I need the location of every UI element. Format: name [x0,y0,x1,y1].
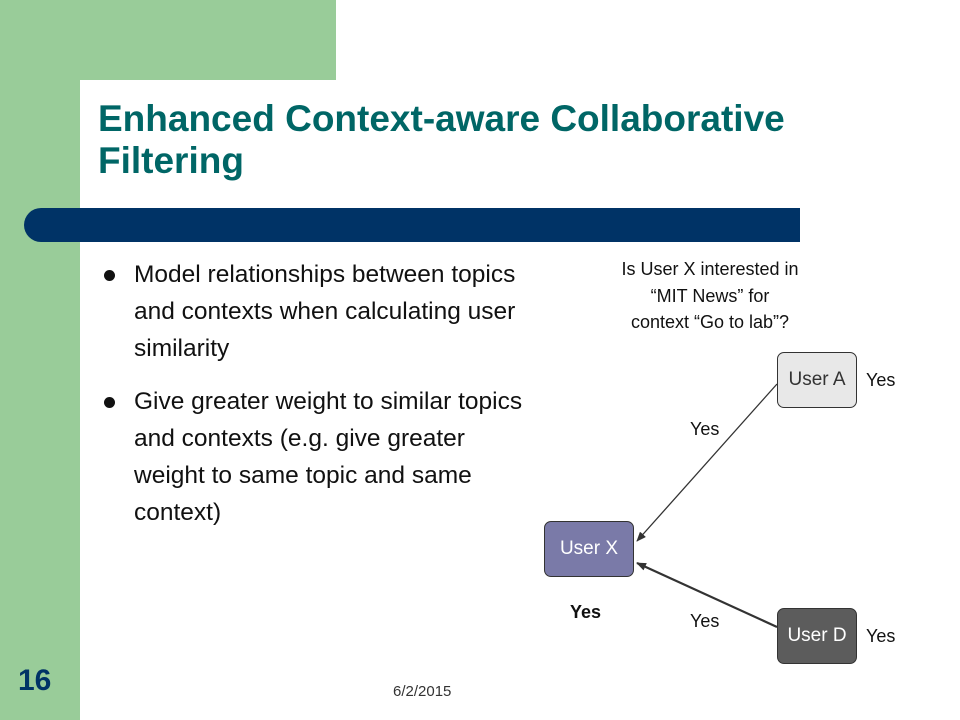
bullet-dot-icon [104,397,115,408]
user-x-answer-label: Yes [570,602,602,622]
slide-title: Enhanced Context-aware Collaborative Fil… [98,98,785,181]
node-user-d: User D [777,608,857,664]
question-line: context “Go to lab”? [630,312,790,332]
edge-a-label: Yes [690,419,720,439]
user-d-answer-label: Yes [866,626,896,646]
slide-number: 16 [18,664,52,697]
title-underline-bar [24,208,800,242]
bullet-text: Model relationships between topics and c… [134,261,516,362]
bullet-dot-icon [104,270,115,281]
question-line: Is User X interested in [621,259,799,279]
left-green-band [0,0,80,720]
user-a-answer-label: Yes [866,370,896,390]
node-user-a: User A [777,352,857,408]
bullet-item: Model relationships between topics and c… [104,256,524,367]
bullet-item: Give greater weight to similar topics an… [104,383,524,531]
bullet-text: Give greater weight to similar topics an… [134,388,523,526]
top-green-band [0,0,336,80]
node-user-x: User X [544,521,634,577]
diagram-question: Is User X interested in “MIT News” for c… [580,256,840,336]
question-line: “MIT News” for [650,285,770,306]
bullet-list: Model relationships between topics and c… [104,256,524,547]
footer-date: 6/2/2015 [393,683,452,700]
edge-d-label: Yes [690,611,720,631]
